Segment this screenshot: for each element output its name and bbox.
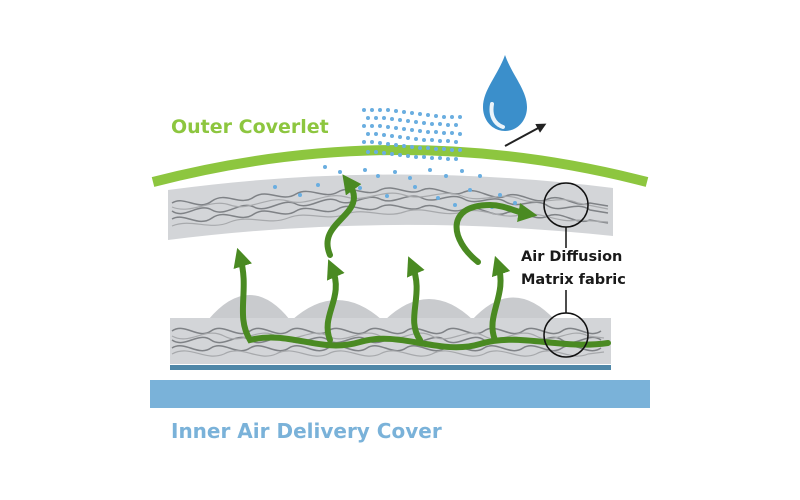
airflow-arrow-icon xyxy=(233,247,611,351)
outer-coverlet-label: Outer Coverlet xyxy=(171,116,329,138)
air-diffusion-matrix-fabric-label: Air Diffusion Matrix fabric xyxy=(521,246,626,292)
airflow-arrow-icon xyxy=(406,256,425,343)
callout-circle-icon xyxy=(543,182,589,358)
inner-air-delivery-cover-label: Inner Air Delivery Cover xyxy=(171,419,442,443)
top-fabric-layer xyxy=(168,174,613,240)
airflow-arrow-icon xyxy=(324,174,362,258)
inner-air-delivery-cover xyxy=(150,380,650,408)
fabric-label-line2: Matrix fabric xyxy=(521,272,626,288)
outer-coverlet xyxy=(151,145,649,187)
water-droplet-icon xyxy=(483,55,527,131)
fabric-label-line1: Air Diffusion xyxy=(521,249,623,265)
evaporation-arrow-icon xyxy=(504,123,547,147)
moisture-dots xyxy=(273,108,517,209)
airflow-arrow-icon xyxy=(489,255,511,343)
airflow-arrows xyxy=(233,174,611,351)
airflow-arrow-icon xyxy=(324,259,345,343)
airflow-arrow-icon xyxy=(453,201,538,265)
